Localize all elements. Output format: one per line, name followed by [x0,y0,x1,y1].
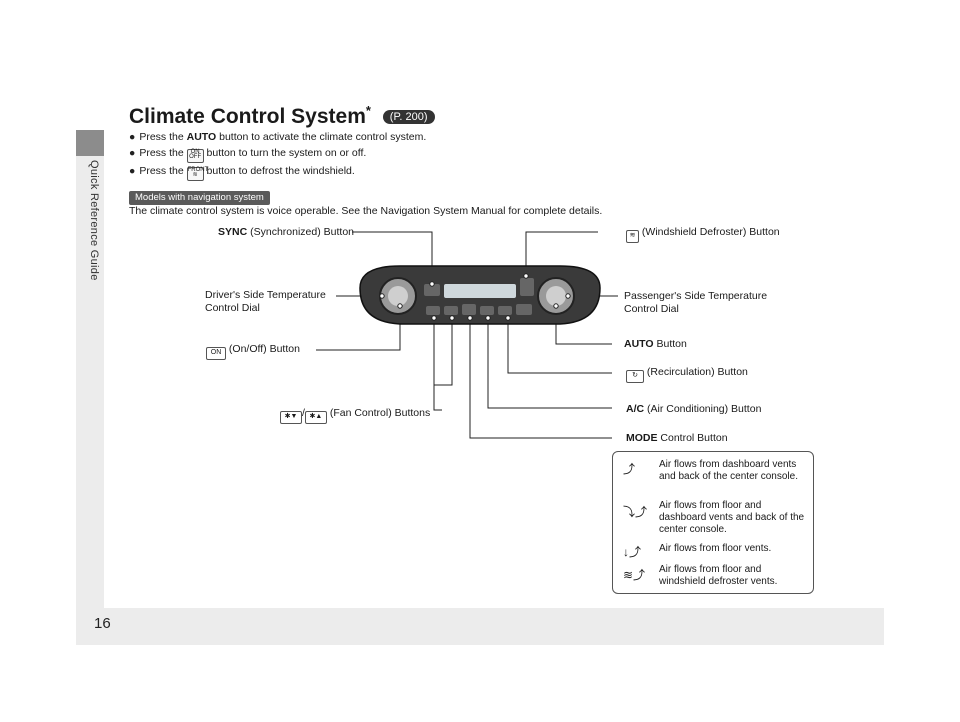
defroster-icon: ≋ [626,230,639,243]
callout-bold: SYNC [218,226,248,238]
legend-item: Air flows from floor and windshield defr… [659,564,778,587]
page-title: Climate Control System* (P. 200) [129,103,435,129]
side-tab [76,130,104,608]
callout-onoff-button: ON (On/Off) Button [206,343,300,360]
list-item: ●Press the AUTO button to activate the c… [129,129,426,145]
callout-mode-button: MODE Control Button [626,432,728,445]
page-number: 16 [94,615,111,632]
floor-defroster-icon: ≋⤴ [623,568,646,582]
side-tab-label: Quick Reference Guide [88,160,100,281]
bullet-text: Press the [139,131,187,143]
callout-text: (Recirculation) Button [644,366,748,378]
front-defroster-icon: FRONT≋ [186,167,208,181]
control-panel [359,265,601,325]
callout-text: / [302,407,305,419]
callout-text: (On/Off) Button [226,343,300,355]
footer-bar [76,608,884,645]
temp-display [444,284,516,298]
callout-endpoints [379,273,571,321]
callout-defroster-button: ≋ (Windshield Defroster) Button [626,226,780,243]
title-text: Climate Control System [129,105,366,128]
page-reference-link[interactable]: (P. 200) [382,110,435,124]
recirculation-icon: ↻ [626,370,644,383]
instruction-list: ●Press the AUTO button to activate the c… [129,129,426,181]
bullet-icon: ● [129,147,136,159]
bullet-icon: ● [129,131,136,143]
bullet-bold: AUTO [186,131,217,143]
fan-down-icon: ✱▼ [280,411,302,424]
callout-text: (Fan Control) Buttons [326,407,431,419]
airflow-mode-legend: ⤴ Air flows from dashboard vents and bac… [612,451,814,594]
nav-models-badge: Models with navigation system [129,191,270,205]
callout-recirculation-button: ↻ (Recirculation) Button [626,366,748,383]
callout-text: (Windshield Defroster) Button [639,226,780,238]
callout-text: Driver's Side Temperature [205,289,326,301]
callout-bold: MODE [626,432,658,444]
bullet-text: button to turn the system on or off. [203,147,367,159]
floor-dashboard-vents-icon: ⤵⤴ [623,505,648,519]
side-tab-marker [76,130,104,156]
title-asterisk: * [365,103,371,118]
bullet-text: button to defrost the windshield. [203,165,355,177]
callout-text: Passenger's Side Temperature [624,290,768,302]
callout-text: Control Dial [624,303,679,315]
floor-vents-icon: ↓⤴ [623,545,642,559]
fan-up-icon: ✱▲ [304,411,327,424]
callout-text: Control Button [657,432,728,444]
bullet-text: Press the [139,165,187,177]
callout-bold: A/C [626,403,645,415]
dashboard-vents-icon: ⤴ [623,462,636,476]
callout-text: (Synchronized) Button [247,226,354,238]
bullet-text: Press the [139,147,187,159]
on-off-icon: ON [206,347,226,360]
nav-voice-note: The climate control system is voice oper… [129,205,603,217]
list-item: ●Press the FRONT≋ button to defrost the … [129,163,426,181]
legend-item: Air flows from floor and dashboard vents… [659,500,805,535]
callout-bold: AUTO [624,338,654,350]
callout-text: Control Dial [205,302,260,314]
legend-item: Air flows from dashboard vents and back … [659,459,798,482]
callout-fan-buttons: ✱▼/✱▲ (Fan Control) Buttons [280,407,430,424]
callout-auto-button: AUTO Button [624,338,687,351]
bullet-icon: ● [129,165,136,177]
callout-text: (Air Conditioning) Button [644,403,762,415]
callout-sync-button: SYNC (Synchronized) Button [218,226,354,239]
callout-ac-button: A/C (Air Conditioning) Button [626,403,761,416]
callout-text: Button [653,338,687,350]
legend-item: Air flows from floor vents. [659,543,772,554]
bullet-text: button to activate the climate control s… [216,131,427,143]
